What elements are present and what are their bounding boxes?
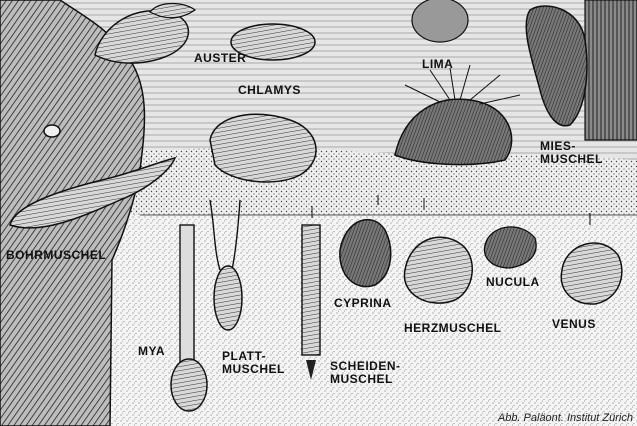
label-auster: AUSTER xyxy=(194,52,246,65)
label-cyprina: CYPRINA xyxy=(334,297,392,310)
label-mya: MYA xyxy=(138,345,165,358)
label-bohrmuschel: BOHRMUSCHEL xyxy=(6,249,106,262)
label-plattmuschel: PLATT- MUSCHEL xyxy=(222,350,285,376)
wood-post xyxy=(585,0,637,140)
label-miesmuschel: MIES- MUSCHEL xyxy=(540,140,603,166)
label-scheidenmuschel: SCHEIDEN- MUSCHEL xyxy=(330,360,401,386)
venus-shell xyxy=(561,243,622,304)
label-venus: VENUS xyxy=(552,318,596,331)
label-chlamys: CHLAMYS xyxy=(238,84,301,97)
label-nucula: NUCULA xyxy=(486,276,540,289)
label-herzmuschel: HERZMUSCHEL xyxy=(404,322,502,335)
figure-credit: Abb. Paläont. Institut Zürich xyxy=(498,412,633,424)
label-miesmuschel-line2: MUSCHEL xyxy=(540,153,603,166)
label-scheidenmuschel-line2: MUSCHEL xyxy=(330,373,401,386)
scallop-surface xyxy=(210,114,316,182)
label-lima: LIMA xyxy=(422,58,453,71)
label-plattmuschel-line2: MUSCHEL xyxy=(222,363,285,376)
